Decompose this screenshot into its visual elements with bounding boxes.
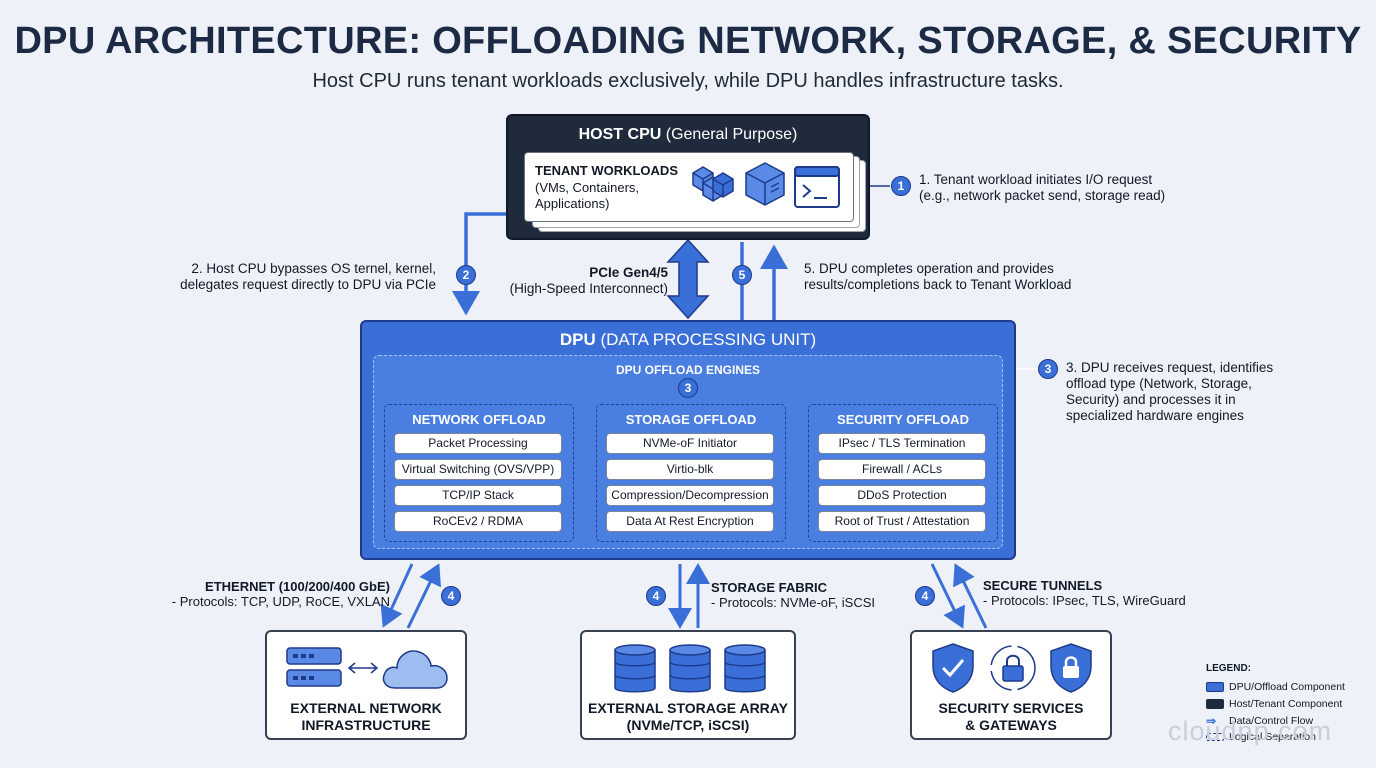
offload-item: TCP/IP Stack [394,485,562,506]
vm-cubes-icon [692,166,734,202]
step-5-badge: 5 [732,265,752,285]
ethernet-fabric-label: ETHERNET (100/200/400 GbE) - Protocols: … [160,579,390,609]
step-1-badge: 1 [891,176,911,196]
step-1-note: 1. Tenant workload initiates I/O request… [919,172,1166,203]
box-label: SECURITY SERVICES & GATEWAYS [938,700,1084,733]
container-icon [745,162,785,206]
secure-arrow-down [930,563,965,629]
legend-item-separation: Logical Separation [1206,731,1316,745]
step-2-note: 2. Host CPU bypasses OS ternel, kernel, … [180,261,436,292]
step-4-badge: 4 [441,586,461,606]
offload-item: Virtio-blk [606,459,774,480]
shield-lock-icon [1050,643,1092,693]
fabric-protocols: - Protocols: NVMe-oF, iSCSI [711,595,875,610]
offload-item: DDoS Protection [818,485,986,506]
page-subtitle: Host CPU runs tenant workloads exclusive… [312,70,1064,92]
secure-arrow-up [953,563,988,629]
offload-item: Compression/Decompression [606,485,774,506]
pcie-subtitle: (High-Speed Interconnect) [509,281,668,296]
dpu-title: DPU (DATA PROCESSING UNIT) [559,330,817,349]
box-label: EXTERNAL NETWORK INFRASTRUCTURE [290,700,442,733]
ethernet-arrow-down [380,563,414,628]
secure-tunnels-label: SECURE TUNNELS - Protocols: IPsec, TLS, … [983,578,1186,608]
security-offload-group: SECURITY OFFLOAD IPsec / TLS Termination… [808,404,998,542]
database-icon [724,644,766,693]
step-4-badge: 4 [915,586,935,606]
offload-engines-title: DPU OFFLOAD ENGINES [615,363,760,377]
server-rack-icon [286,647,342,687]
storage-fabric-label: STORAGE FABRIC - Protocols: NVMe-oF, iSC… [711,580,875,610]
dashed-line-icon [1206,733,1224,742]
pcie-title: PCIe Gen4/5 [589,265,668,280]
external-storage-box: EXTERNAL STORAGE ARRAY (NVMe/TCP, iSCSI) [580,630,796,740]
shield-check-icon [932,643,974,693]
flow-arrow-step2 [452,212,506,316]
network-offload-group: NETWORK OFFLOAD Packet Processing Virtua… [384,404,574,542]
security-services-box: SECURITY SERVICES & GATEWAYS [910,630,1112,740]
step-5-note: 5. DPU completes operation and provides … [804,261,1072,292]
tenant-workloads-card: TENANT WORKLOADS (VMs, Containers, Appli… [524,152,854,222]
pcie-label: PCIe Gen4/5 (High-Speed Interconnect) [508,265,668,297]
step-4-badge: 4 [646,586,666,606]
step-3-note: 3. DPU receives request, identifies offl… [1066,360,1274,423]
legend-item-host: Host/Tenant Component [1206,698,1342,712]
box-label: EXTERNAL STORAGE ARRAY (NVMe/TCP, iSCSI) [588,700,788,733]
offload-item: Packet Processing [394,433,562,454]
legend-item-dpu: DPU/Offload Component [1206,681,1345,695]
legend-title: LEGEND: [1206,663,1251,674]
ethernet-arrow-up [406,563,441,629]
external-network-box: EXTERNAL NETWORK INFRASTRUCTURE [265,630,467,740]
offload-item: Data At Rest Encryption [606,511,774,532]
host-cpu-box: HOST CPU (General Purpose) TENANT WORKLO… [506,114,870,240]
fabric-protocols: - Protocols: IPsec, TLS, WireGuard [983,593,1186,608]
database-icon [614,644,656,693]
step-2-badge: 2 [456,265,476,285]
page-title: DPU ARCHITECTURE: OFFLOADING NETWORK, ST… [14,20,1362,62]
host-cpu-title: HOST CPU (General Purpose) [578,126,798,143]
flow-arrow-icon: ⇒ [1206,714,1217,729]
offload-item: IPsec / TLS Termination [818,433,986,454]
watermark: cloudnp.com [1168,716,1333,746]
dpu-box: DPU (DATA PROCESSING UNIT) DPU OFFLOAD E… [360,320,1016,560]
lock-cycle-icon [990,645,1036,691]
step-3-inner-badge: 3 [678,378,698,398]
fabric-protocols: - Protocols: TCP, UDP, RoCE, VXLAN [171,594,390,609]
legend-item-flow: ⇒Data/Control Flow [1206,714,1314,729]
offload-item: NVMe-oF Initiator [606,433,774,454]
offload-item: Virtual Switching (OVS/VPP) [394,459,562,480]
database-icon [669,644,711,693]
offload-engines-container: DPU OFFLOAD ENGINES NETWORK OFFLOAD Pack… [373,355,1003,549]
group-title: STORAGE OFFLOAD [625,412,757,427]
pcie-double-arrow [666,238,710,320]
dpu-swatch [1206,682,1224,693]
tenant-workloads-subtitle: (VMs, Containers, Applications) [535,180,640,211]
step-3-badge: 3 [1038,359,1058,379]
host-swatch [1206,699,1224,710]
fabric-title: STORAGE FABRIC [711,580,828,595]
group-title: SECURITY OFFLOAD [837,412,969,427]
offload-item: RoCEv2 / RDMA [394,511,562,532]
fabric-title: SECURE TUNNELS [983,578,1103,593]
cloud-icon [382,650,448,689]
group-title: NETWORK OFFLOAD [412,412,546,427]
exchange-arrows-icon [347,662,379,674]
offload-item: Firewall / ACLs [818,459,986,480]
storage-offload-group: STORAGE OFFLOAD NVMe-oF Initiator Virtio… [596,404,786,542]
tenant-workloads-title: TENANT WORKLOADS [535,163,678,178]
fabric-title: ETHERNET (100/200/400 GbE) [205,579,390,594]
terminal-icon [794,166,840,208]
offload-item: Root of Trust / Attestation [818,511,986,532]
